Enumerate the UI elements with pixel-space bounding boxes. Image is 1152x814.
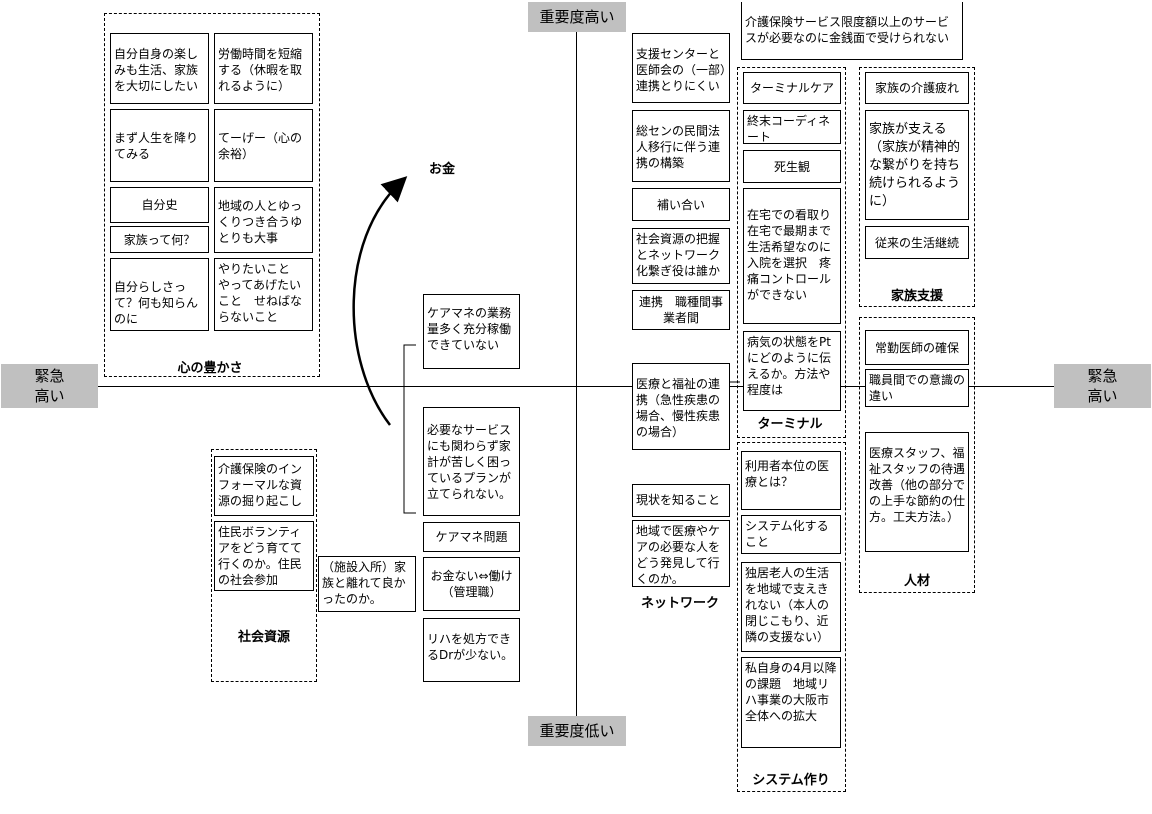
box-terminal-1: ターミナルケア — [743, 72, 841, 104]
box-network-5: 連携 職種間事業者間 — [632, 290, 730, 330]
box-terminal-4: 在宅での看取り在宅で最期まで生活希望なのに入院を選択 疼痛コントロールができない — [743, 188, 841, 324]
box-middle-4: お金ない⇔働け（管理職） — [423, 557, 520, 611]
box-kokoro-2: 労働時間を短縮する（休暇を取れるように） — [214, 33, 313, 104]
box-terminal-5: 病気の状態をPtにどのように伝えるか。方法や程度は — [743, 331, 841, 411]
box-kazoku-3: 従来の生活継続 — [865, 226, 969, 259]
box-network-7: 現状を知ること — [632, 484, 730, 517]
box-network-2: 総センの民間法人移行に伴う連携の構築 — [632, 110, 730, 182]
group-jinzai — [859, 317, 975, 593]
group-terminal — [737, 67, 846, 438]
label-system: システム作り — [752, 773, 830, 788]
group-system — [737, 442, 846, 792]
axis-label-urgency-left: 緊急 高い — [1, 364, 98, 408]
box-shakai-3: （施設入所）家族と離れて良かったのか。 — [318, 556, 416, 612]
box-jinzai-1: 常勤医師の確保 — [865, 330, 969, 365]
box-terminal-2: 終末コーディネート — [743, 110, 841, 144]
box-kokoro-5: 自分史 — [110, 187, 209, 223]
vertical-axis-line — [576, 30, 577, 720]
label-network: ネットワーク — [640, 596, 719, 611]
curved-arrow — [352, 176, 408, 426]
box-kokoro-6: 家族って何？ — [110, 226, 209, 253]
label-jinzai: 人材 — [903, 574, 930, 589]
box-jinzai-3: 医療スタッフ、福祉スタッフの待遇改善（他の部分での上手な節約の仕方。工夫方法。） — [865, 432, 969, 552]
label-shakai: 社会資源 — [237, 630, 290, 645]
horizontal-axis-line — [98, 386, 1054, 387]
label-kazoku: 家族支援 — [890, 289, 943, 304]
box-kokoro-9: やりたいこと やってあげたいこと せねばならないこと — [214, 258, 313, 331]
bracket-line — [403, 344, 416, 514]
group-shakai — [211, 449, 317, 682]
box-system-2: システム化すること — [741, 515, 841, 554]
label-terminal: ターミナル — [757, 417, 823, 432]
box-top-limit: 介護保険サービス限度額以上のサービスが必要なのに金銭面で受けられない — [741, 2, 963, 60]
box-kokoro-8: 自分らしさって？何も知らんのに — [110, 258, 209, 331]
box-shakai-2: 住民ボランティアをどう育てて行くのか。住民の社会参加 — [214, 521, 314, 591]
box-network-6: 医療と福祉の連携（急性疾患の場合、慢性疾患の場合） — [632, 363, 730, 450]
box-network-3: 補い合い — [632, 188, 730, 221]
box-middle-1: ケアマネの業務量多く充分稼働できていない — [423, 294, 520, 369]
box-terminal-3: 死生観 — [743, 150, 841, 183]
box-shakai-1: 介護保険のインフォーマルな資源の掘り起こし — [214, 456, 314, 516]
box-jinzai-2: 職員間での意識の違い — [865, 369, 969, 407]
box-kazoku-2: 家族が支える（家族が精神的な繋がりを持ち続けられるように） — [865, 110, 969, 220]
box-kokoro-4: てーげー（心の余裕） — [214, 109, 313, 182]
box-kokoro-3: まず人生を降りてみる — [110, 109, 209, 182]
box-system-4: 私自身の4月以降の課題 地域リハ事業の大阪市全体への拡大 — [741, 657, 841, 748]
label-kokoro: 心の豊かさ — [177, 361, 243, 376]
box-system-1: 利用者本位の医療とは？ — [741, 451, 841, 510]
box-middle-5: リハを処方できるDrが少ない。 — [423, 618, 520, 682]
axis-label-importance-low: 重要度低い — [528, 716, 626, 746]
box-system-3: 独居老人の生活を地域で支えきれない（本人の閉じこもり、近隣の支援ない） — [741, 562, 841, 652]
label-okane: お金 — [428, 162, 455, 177]
box-kokoro-1: 自分自身の楽しみも生活、家族を大切にしたい — [110, 33, 209, 104]
box-kokoro-7: 地域の人とゆっくりつき合うゆとりも大事 — [214, 187, 313, 253]
axis-label-urgency-right: 緊急 高い — [1054, 364, 1151, 408]
box-middle-3: ケアマネ問題 — [423, 522, 520, 552]
box-middle-2: 必要なサービスにも関わらず家計が苦しく困っているプランが立てられない。 — [423, 407, 520, 516]
box-kazoku-1: 家族の介護疲れ — [865, 72, 969, 104]
group-kokoro — [104, 13, 320, 377]
box-network-8: 地域で医療やケアの必要な人をどう発見して行くのか。 — [632, 520, 730, 587]
box-network-4: 社会資源の把握とネットワーク化繋ぎ役は誰か — [632, 228, 730, 284]
box-network-1: 支援センターと医師会の（一部）連携とりにくい — [632, 33, 730, 103]
group-kazoku — [859, 67, 975, 307]
axis-label-importance-high: 重要度高い — [528, 2, 626, 32]
